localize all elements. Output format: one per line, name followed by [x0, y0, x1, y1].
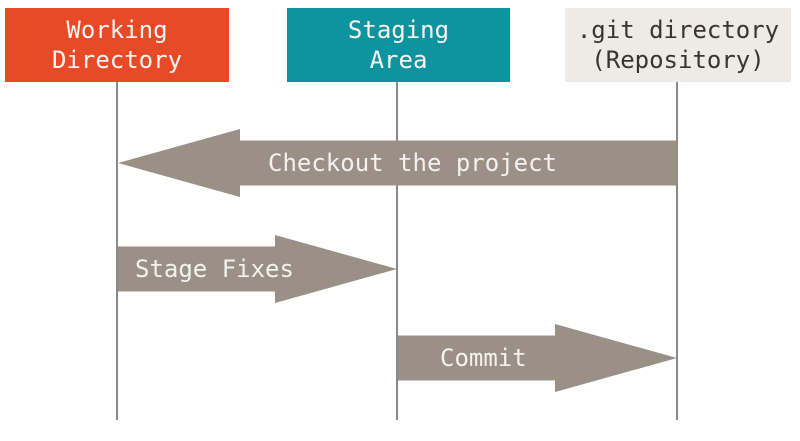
box-git-directory: .git directory (Repository)	[565, 8, 791, 82]
lifeline-staging-area	[396, 82, 398, 420]
lifeline-git-directory	[676, 82, 678, 420]
lifeline-working-directory	[116, 82, 118, 420]
arrow-stage-fixes-label: Stage Fixes	[135, 255, 294, 283]
box-working-directory-label-line2: Directory	[51, 46, 183, 74]
box-staging-area-label-line2: Area	[369, 46, 428, 74]
box-git-directory-label-line2: (Repository)	[591, 46, 765, 74]
box-git-directory-label-line1: .git directory	[576, 16, 780, 44]
box-staging-area-label-line1: Staging	[347, 16, 450, 44]
box-staging-area: Staging Area	[287, 8, 510, 82]
box-working-directory-label-line1: Working	[66, 16, 168, 44]
box-working-directory: Working Directory	[5, 8, 229, 82]
arrow-commit: Commit	[398, 324, 677, 392]
arrow-checkout-label: Checkout the project	[268, 149, 557, 177]
arrow-commit-label: Commit	[440, 344, 527, 372]
arrow-stage-fixes: Stage Fixes	[118, 235, 397, 303]
